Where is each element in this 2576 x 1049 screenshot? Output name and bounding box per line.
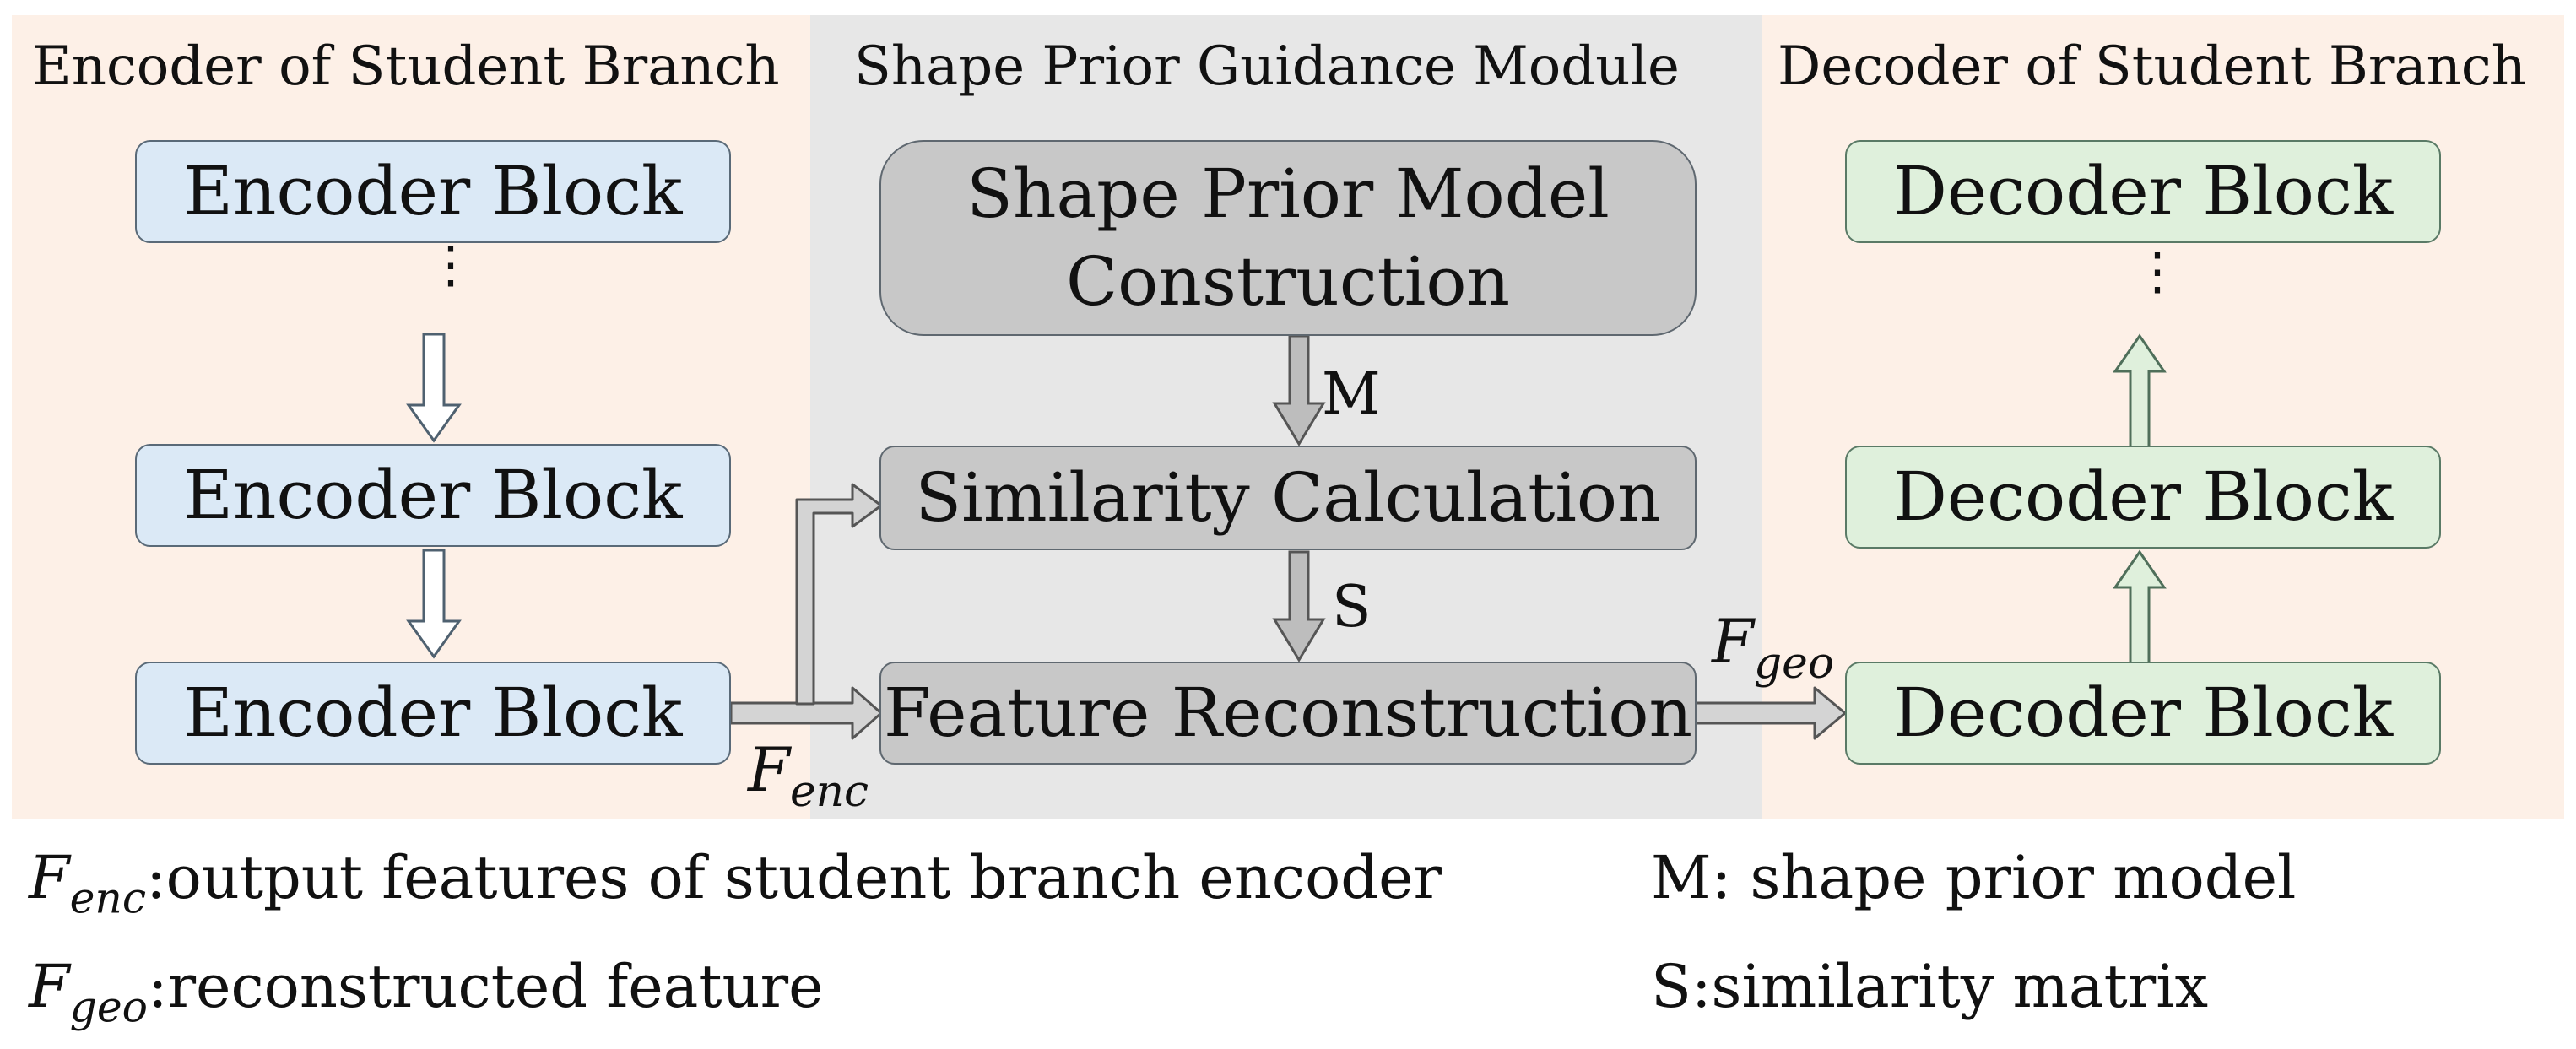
- shape-prior-line-2: Construction: [1065, 242, 1511, 321]
- encoder-block-top: Encoder Block: [135, 140, 731, 243]
- legend-f-enc: Fenc:output features of student branch e…: [29, 840, 1442, 937]
- legend-f-enc-text: :output features of student branch encod…: [146, 843, 1442, 912]
- legend-m: M: shape prior model: [1651, 843, 2297, 912]
- m-label: M: [1322, 361, 1381, 428]
- shape-prior-model-construction: Shape Prior Model Construction: [879, 140, 1697, 336]
- encoder-down-arrow-1: [406, 333, 462, 443]
- decoder-up-arrow-2: [2113, 549, 2167, 665]
- similarity-calculation: Similarity Calculation: [879, 446, 1697, 550]
- s-down-arrow: [1272, 550, 1326, 662]
- encoder-block-bottom: Encoder Block: [135, 662, 731, 765]
- f-geo-flow-label: Fgeo: [1712, 606, 1835, 689]
- f-enc-flow-label: Fenc: [748, 734, 869, 818]
- f-geo-arrow: [1693, 686, 1847, 740]
- legend-f-geo-text: :reconstructed feature: [148, 952, 824, 1021]
- encoder-down-arrow-2: [406, 549, 462, 659]
- m-down-arrow: [1272, 334, 1326, 446]
- legend-s: S:similarity matrix: [1651, 952, 2209, 1021]
- s-label: S: [1332, 574, 1372, 641]
- feature-reconstruction: Feature Reconstruction: [879, 662, 1697, 765]
- decoder-block-bottom: Decoder Block: [1845, 662, 2441, 765]
- legend-f-geo: Fgeo:reconstructed feature: [29, 949, 824, 1046]
- encoder-block-middle: Encoder Block: [135, 444, 731, 547]
- module-section-title: Shape Prior Guidance Module: [854, 35, 1680, 98]
- shape-prior-line-1: Shape Prior Model: [966, 154, 1610, 233]
- legend-f-enc-symbol: Fenc: [29, 843, 147, 923]
- decoder-block-middle: Decoder Block: [1845, 446, 2441, 549]
- decoder-up-arrow-1: [2113, 333, 2167, 449]
- decoder-ellipsis: ⋮: [2132, 246, 2183, 297]
- encoder-section-title: Encoder of Student Branch: [32, 35, 780, 98]
- decoder-section-title: Decoder of Student Branch: [1778, 35, 2526, 98]
- decoder-block-top: Decoder Block: [1845, 140, 2441, 243]
- legend-f-geo-symbol: Fgeo: [29, 952, 148, 1032]
- encoder-ellipsis: ⋮: [425, 240, 476, 290]
- f-enc-branch-arrow: [795, 483, 883, 706]
- f-enc-arrow: [729, 686, 883, 740]
